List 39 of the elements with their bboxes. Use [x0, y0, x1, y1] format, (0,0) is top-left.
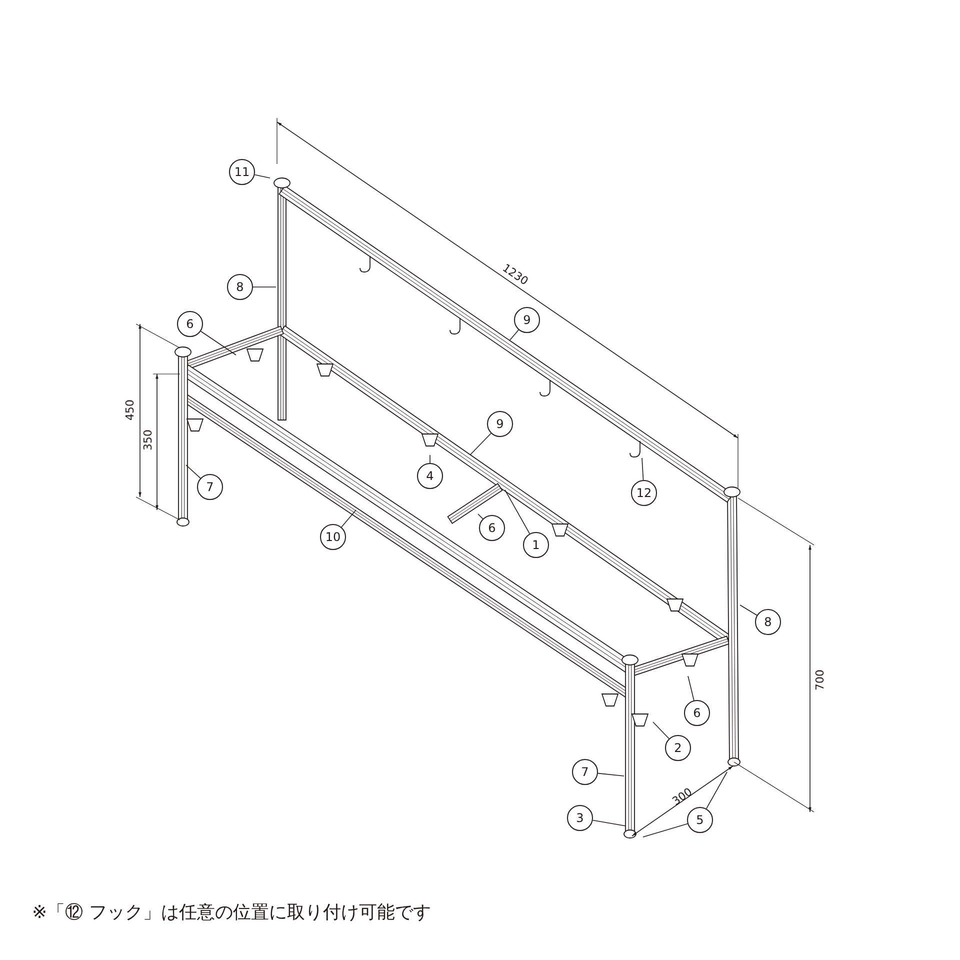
leader-line	[740, 604, 758, 616]
leader-line	[341, 510, 356, 528]
leader-line	[252, 286, 276, 288]
leader-line	[706, 772, 728, 810]
callout-number: 7	[197, 474, 223, 500]
callout-number: 1	[523, 532, 549, 558]
callout-number: 2	[665, 735, 691, 761]
dimension-label: 300	[670, 786, 694, 808]
leader-line	[592, 820, 626, 826]
callout-number: 6	[177, 311, 203, 337]
dimension-label: 350	[142, 430, 154, 450]
leader-line	[254, 174, 270, 178]
leader-line	[598, 772, 624, 776]
leader-line	[510, 330, 519, 340]
callout-number: 9	[487, 411, 513, 437]
callout-number: 6	[684, 700, 710, 726]
callout-number: 6	[479, 515, 505, 541]
callout-number: 9	[514, 307, 540, 333]
callout-number: 7	[572, 759, 598, 785]
leader-line	[642, 458, 644, 480]
leader-line	[186, 464, 201, 479]
callout-number: 3	[567, 805, 593, 831]
leader-line	[652, 722, 670, 740]
dimension-label: 450	[124, 400, 136, 420]
leader-line	[200, 330, 236, 356]
leader-line	[470, 432, 492, 456]
leader-line	[642, 823, 688, 838]
callout-number: 5	[687, 807, 713, 833]
callout-number: 8	[755, 609, 781, 635]
callout-number: 11	[229, 159, 255, 185]
leader-line	[478, 514, 484, 520]
callout-number: 12	[631, 480, 657, 506]
callout-number: 4	[417, 463, 443, 489]
callout-number: 10	[320, 524, 346, 550]
callout-number: 8	[227, 274, 253, 300]
caption: ※「⑫ フック」は任意の位置に取り付け可能です	[32, 901, 431, 924]
dimension-label: 700	[814, 670, 826, 690]
leader-line	[504, 490, 530, 534]
leader-line	[688, 676, 694, 701]
